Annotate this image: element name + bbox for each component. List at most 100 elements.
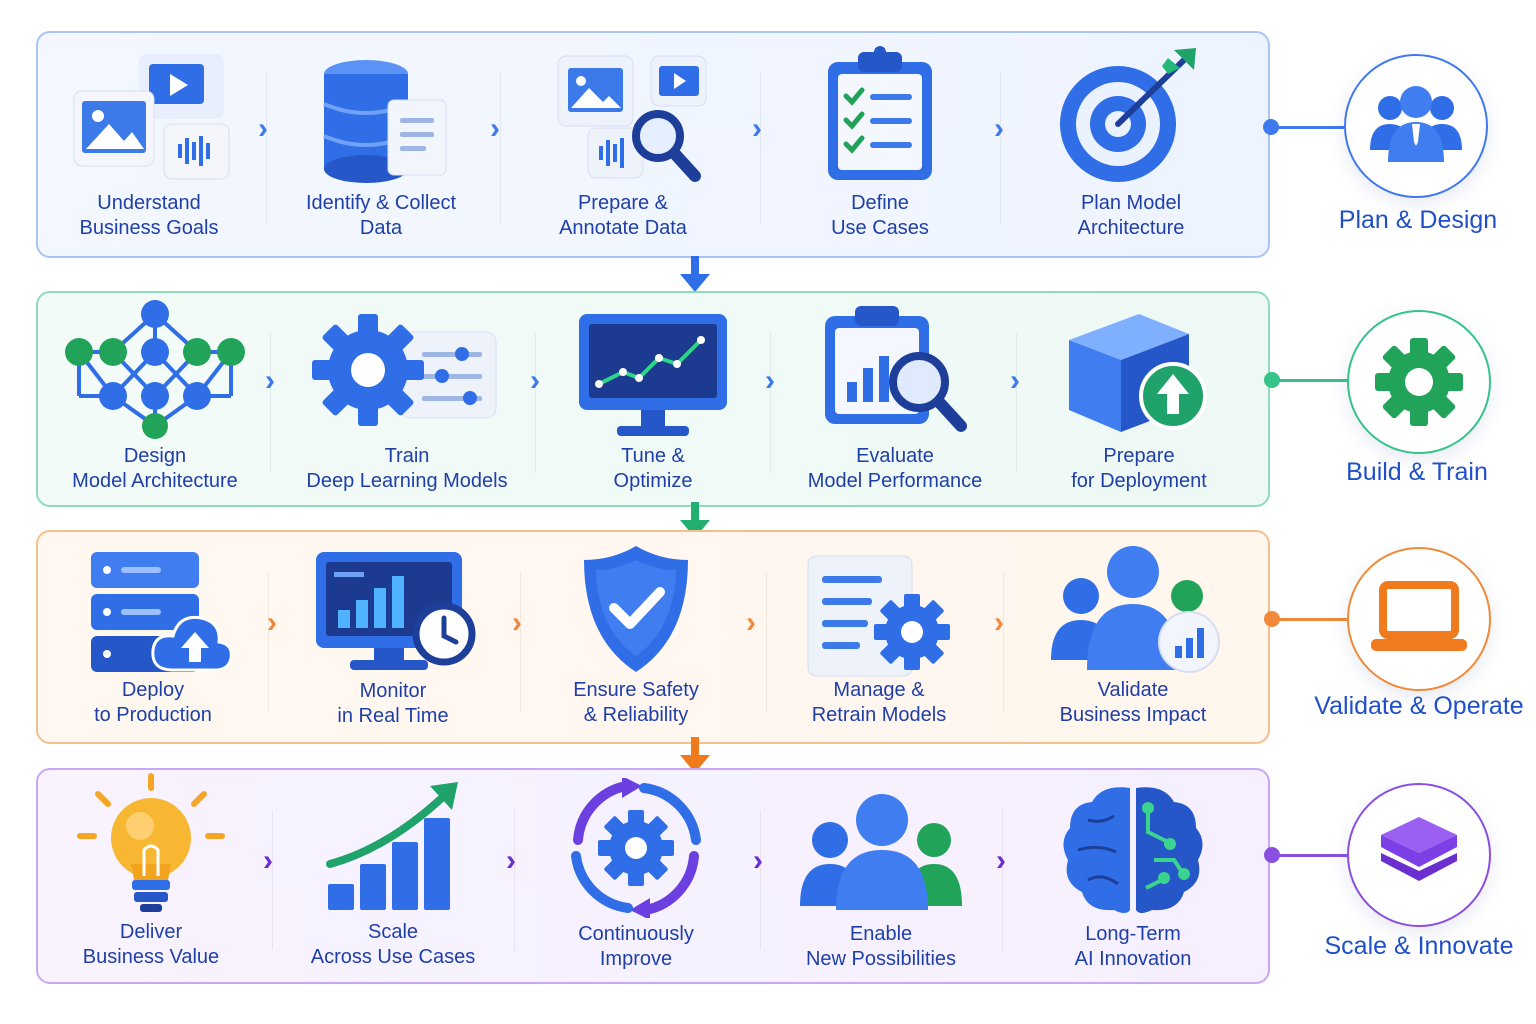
separator	[270, 333, 271, 473]
stage-title: Build & Train	[1346, 458, 1488, 486]
stage-badge-build[interactable]	[1347, 310, 1491, 454]
stage-title: Validate & Operate	[1314, 692, 1524, 720]
step-label-line2: to Production	[94, 704, 212, 726]
stage-badge-plan[interactable]	[1344, 54, 1488, 198]
chevron-right-icon: ›	[746, 606, 756, 639]
step-label-line2: Retrain Models	[811, 704, 947, 726]
step-label-line2: Business Goals	[79, 217, 219, 239]
step-label-line2: Use Cases	[831, 217, 929, 239]
connector-dot	[1264, 611, 1280, 627]
step-label-line1: Deploy	[121, 679, 185, 701]
step-prepare-annotate-data[interactable]: Prepare & Annotate Data	[508, 40, 738, 250]
lightbulb-icon	[77, 773, 225, 912]
step-deploy-to-production[interactable]: Deploy to Production	[38, 536, 268, 736]
step-label-line1: Tune &	[621, 445, 685, 467]
step-monitor-in-real-time[interactable]: Monitor in Real Time	[278, 536, 508, 736]
step-label-line2: Improve	[599, 948, 673, 970]
step-tune-optimize[interactable]: Tune &Optimize	[538, 296, 768, 496]
step-label-line1: Deliver	[119, 921, 183, 943]
connector-line	[1278, 379, 1348, 382]
server-cloud-upload-icon	[91, 552, 233, 672]
separator	[514, 810, 515, 950]
chevron-right-icon: ›	[490, 112, 500, 145]
separator	[766, 572, 767, 712]
checklist-clipboard-icon	[828, 46, 932, 180]
separator	[1002, 810, 1003, 950]
team-chart-icon	[1051, 546, 1220, 673]
step-label-line1: Define	[851, 192, 909, 214]
step-label-line2: Model Architecture	[72, 470, 238, 492]
chevron-right-icon: ›	[263, 844, 273, 877]
stage-title: Scale & Innovate	[1324, 932, 1514, 960]
separator	[760, 73, 761, 223]
chevron-right-icon: ›	[994, 112, 1004, 145]
step-label-line1: Enable	[849, 923, 913, 945]
gear-icon	[1375, 338, 1463, 426]
team-icon	[1370, 86, 1462, 162]
separator	[520, 572, 521, 712]
step-label-line2: Model Performance	[807, 470, 983, 492]
step-label-line2: Deep Learning Models	[306, 470, 508, 492]
target-arrow-icon	[1060, 48, 1196, 182]
clipboard-chart-search-icon	[825, 306, 967, 432]
media-files-icon	[73, 54, 230, 180]
step-label-line1: Validate	[1097, 679, 1169, 701]
step-ensure-safety-reliability[interactable]: Ensure Safety& Reliability	[521, 536, 751, 736]
growth-bars-icon	[326, 782, 458, 910]
chevron-right-icon: ›	[753, 844, 763, 877]
chevron-right-icon: ›	[506, 844, 516, 877]
chevron-right-icon: ›	[1010, 364, 1020, 397]
chevron-right-icon: ›	[530, 364, 540, 397]
step-label-line2: Across Use Cases	[310, 946, 476, 968]
arrow-down-icon	[680, 502, 710, 538]
connector-line	[1276, 126, 1344, 129]
media-search-icon	[557, 55, 707, 182]
step-label-line1: Monitor	[359, 680, 427, 702]
step-label-line2: Architecture	[1077, 217, 1185, 239]
connector-line	[1278, 854, 1348, 857]
step-label-line2: Annotate Data	[559, 217, 687, 239]
connector-dot	[1264, 372, 1280, 388]
connector-dot	[1264, 847, 1280, 863]
gear-cycle-icon	[571, 778, 701, 918]
step-label-line2: for Deployment	[1071, 470, 1207, 492]
step-label-line1: Prepare &	[577, 192, 669, 214]
monitor-clock-icon	[316, 552, 476, 670]
separator	[1000, 73, 1001, 223]
laptop-icon	[1371, 581, 1467, 651]
document-gear-icon	[807, 555, 950, 677]
separator	[535, 333, 536, 473]
separator	[268, 572, 269, 712]
chevron-right-icon: ›	[996, 844, 1006, 877]
separator	[272, 810, 273, 950]
step-label-line1: Scale	[367, 921, 419, 943]
step-label-line1: Plan Model	[1080, 192, 1182, 214]
step-label-line2: Business Impact	[1059, 704, 1207, 726]
step-manage-retrain-models[interactable]: Manage & Retrain Models	[764, 536, 994, 736]
step-label-line2: New Possibilities	[805, 948, 957, 970]
stage-badge-validate[interactable]	[1347, 547, 1491, 691]
step-label-line2: in Real Time	[337, 705, 449, 727]
stage-badge-scale[interactable]	[1347, 783, 1491, 927]
step-label-line1: Identify & Collect	[305, 192, 457, 214]
database-document-icon	[323, 60, 447, 183]
stage-title: Plan & Design	[1338, 206, 1498, 234]
shield-check-icon	[584, 546, 688, 672]
chevron-right-icon: ›	[267, 606, 277, 639]
step-label-line1: Manage &	[833, 679, 925, 701]
step-label-line2: & Reliability	[583, 704, 689, 726]
